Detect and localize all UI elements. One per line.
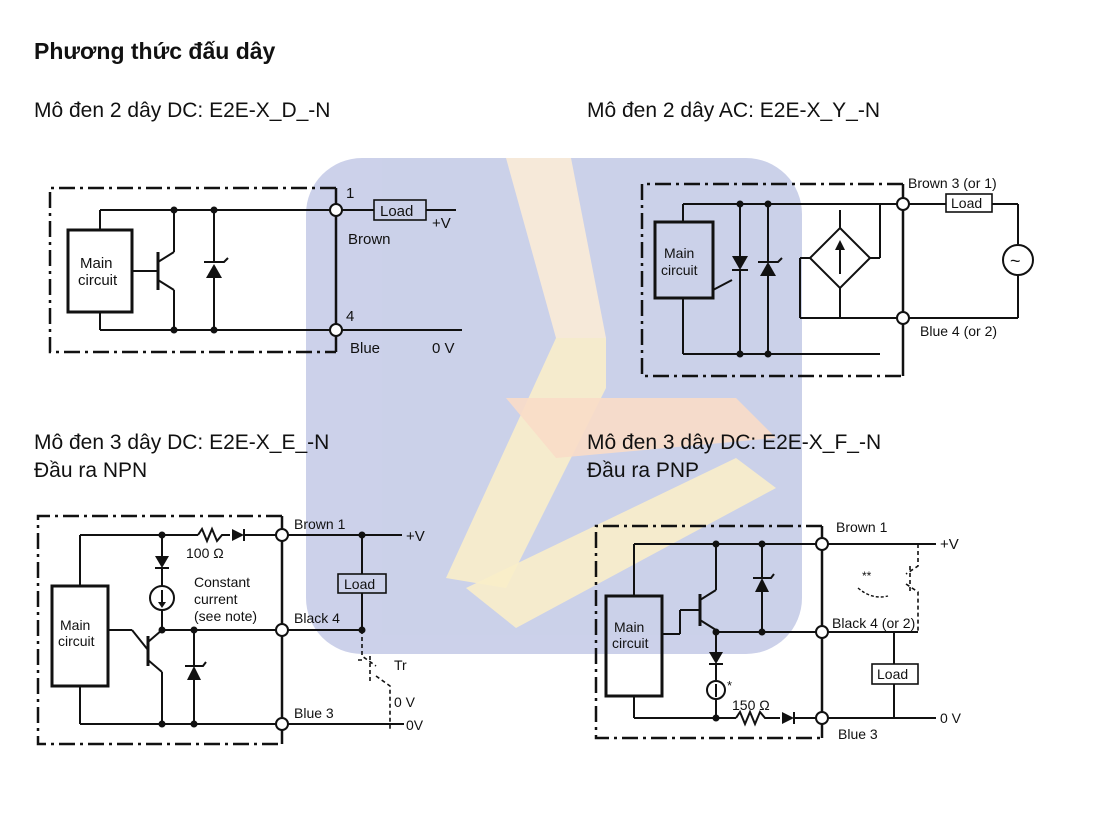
pnp-external-transistor (905, 544, 919, 632)
dc2-load-label: Load (380, 203, 413, 220)
ac2-circuit-label: circuit (661, 262, 698, 278)
npn-external-transistor (356, 630, 391, 730)
caption-pnp-output: Đầu ra PNP (587, 459, 700, 482)
page-title: Phương thức đấu dây (34, 38, 276, 64)
caption-dc2: Mô đen 2 dây DC: E2E-X_D_-N (34, 99, 331, 122)
caption-npn-model: Mô đen 3 dây DC: E2E-X_E_-N (34, 431, 330, 454)
pnp-zerov-label: 0 V (940, 710, 962, 726)
dc2-plusv-label: +V (432, 215, 451, 232)
diagram-pnp: Main circuit * 150 Ω Bro (594, 519, 962, 742)
npn-terminal-brown (275, 528, 289, 542)
diagram-dc2: Main circuit 1 4 Load +V Brown Blue 0 V (48, 185, 462, 357)
pnp-terminal-black (815, 625, 829, 639)
npn-circuit-label: circuit (58, 633, 95, 649)
npn-housing (36, 514, 282, 746)
watermark-logo (306, 158, 802, 654)
pnp-load-label: Load (877, 666, 908, 682)
npn-terminal-blue (275, 717, 289, 731)
dc2-terminal-1 (329, 203, 343, 217)
watermark-logo-mark (446, 158, 776, 628)
pnp-dstar-label: ** (862, 569, 872, 583)
pnp-circuit-label: circuit (612, 635, 649, 651)
npn-blue-label: Blue 3 (294, 705, 334, 721)
npn-zerov-a: 0 V (394, 694, 416, 710)
ac2-terminal-blue (896, 311, 910, 325)
npn-plusv-label: +V (406, 528, 425, 545)
pnp-star-label: * (727, 678, 732, 693)
npn-cc-line2: current (194, 591, 238, 607)
pnp-r150-label: 150 Ω (732, 697, 770, 713)
dc2-terminal-4 (329, 323, 343, 337)
pnp-black-label: Black 4 (or 2) (832, 615, 915, 631)
dc2-terminal-1-label: 1 (346, 185, 354, 202)
npn-resistor-100 (197, 526, 230, 544)
caption-npn-output: Đầu ra NPN (34, 459, 148, 482)
ac-source-symbol: ~ (1010, 251, 1021, 271)
dc2-terminal-4-label: 4 (346, 308, 354, 325)
ac2-brown-label: Brown 3 (or 1) (908, 175, 997, 191)
pnp-blue-label: Blue 3 (838, 726, 878, 742)
ac2-load-label: Load (951, 195, 982, 211)
dc2-main-label: Main (80, 255, 113, 272)
dc2-zerov-label: 0 V (432, 340, 455, 357)
pnp-terminal-brown (815, 537, 829, 551)
pnp-resistor-150 (735, 709, 780, 727)
npn-brown-label: Brown 1 (294, 516, 346, 532)
caption-ac2: Mô đen 2 dây AC: E2E-X_Y_-N (587, 99, 880, 122)
dc2-housing (48, 186, 336, 354)
pnp-housing (594, 524, 822, 740)
pnp-plusv-label: +V (940, 536, 959, 553)
diagram-ac2: Main circuit Brown 3 (or 1) Blue 4 (or 2… (640, 175, 1034, 378)
pnp-main-label: Main (614, 619, 644, 635)
npn-main-label: Main (60, 617, 90, 633)
diagram-npn: Main circuit 100 Ω Constant current (see… (36, 514, 425, 746)
dc2-blue-label: Blue (350, 340, 380, 357)
npn-diode (232, 529, 244, 541)
ac2-housing (640, 182, 903, 378)
dc2-circuit-label: circuit (78, 272, 118, 289)
npn-zerov-b: 0V (406, 717, 424, 733)
npn-black-label: Black 4 (294, 610, 340, 626)
npn-r100-label: 100 Ω (186, 545, 224, 561)
npn-cc-line3: (see note) (194, 608, 257, 624)
npn-cc-line1: Constant (194, 574, 250, 590)
ac2-main-label: Main (664, 245, 694, 261)
pnp-diode (782, 712, 794, 724)
npn-tr-label: Tr (394, 657, 407, 673)
ac2-blue-label: Blue 4 (or 2) (920, 323, 997, 339)
pnp-brown-label: Brown 1 (836, 519, 888, 535)
pnp-arrow-icon (857, 587, 889, 598)
pnp-terminal-blue (815, 711, 829, 725)
dc2-brown-label: Brown (348, 231, 391, 248)
npn-load-label: Load (344, 576, 375, 592)
npn-terminal-black (275, 623, 289, 637)
caption-pnp-model: Mô đen 3 dây DC: E2E-X_F_-N (587, 431, 882, 454)
ac2-terminal-brown (896, 197, 910, 211)
